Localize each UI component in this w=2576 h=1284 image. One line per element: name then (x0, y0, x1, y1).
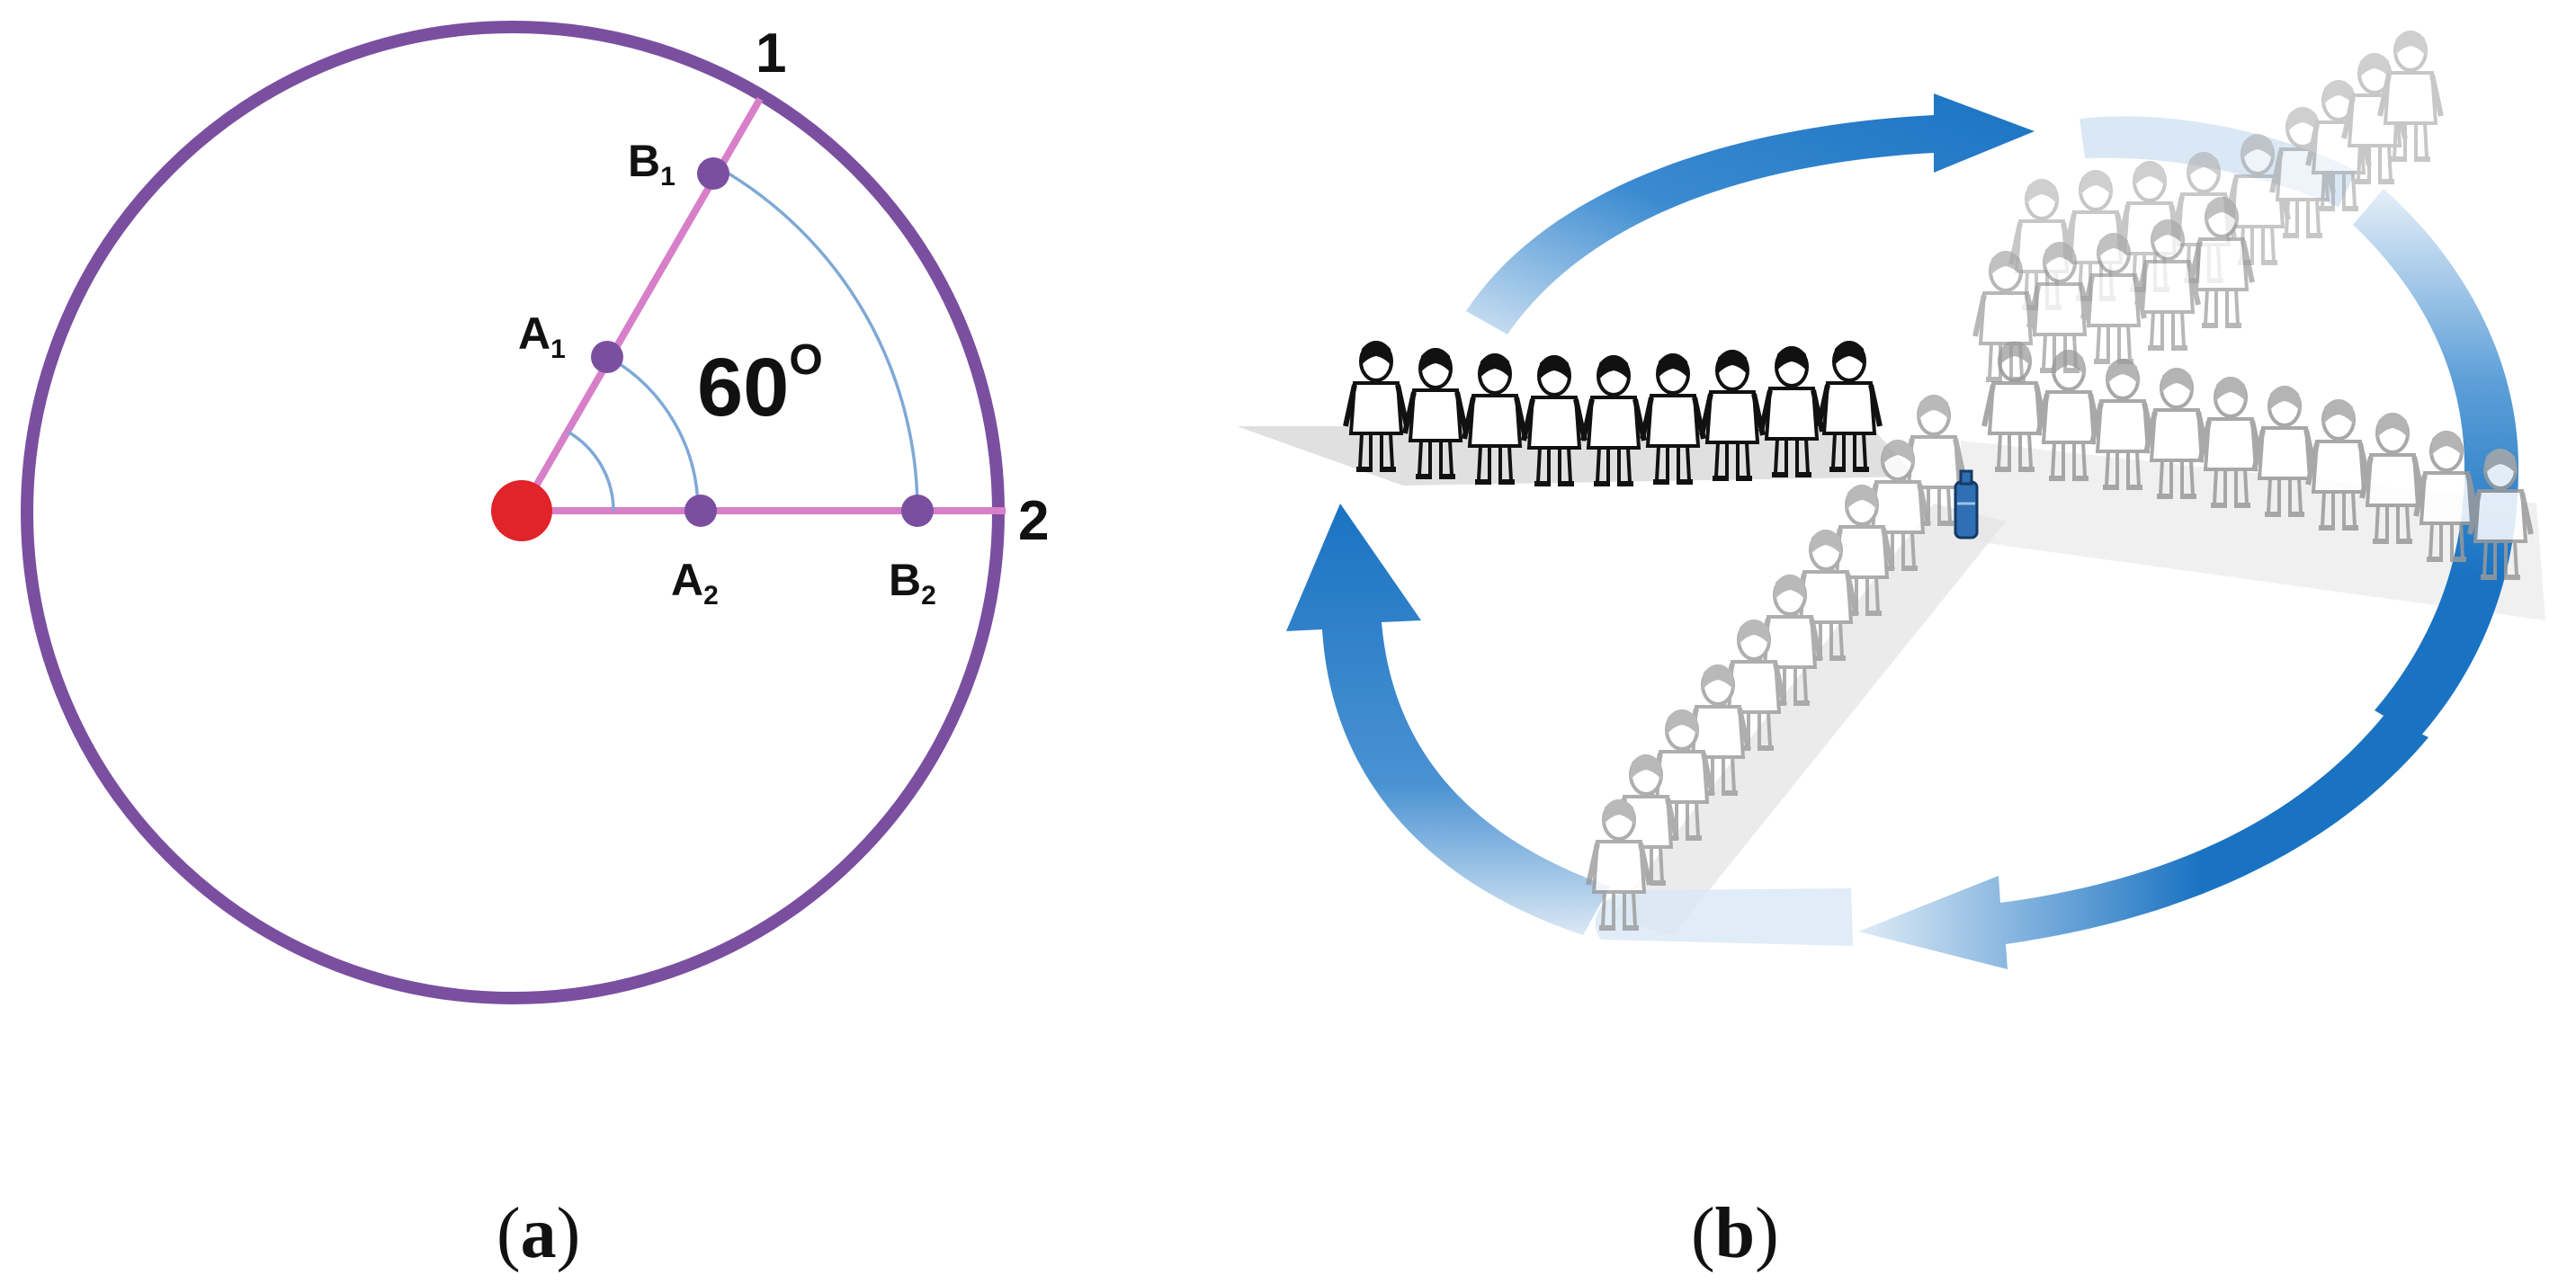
arrow-top (1466, 94, 2035, 334)
panel-a: 1 2 B1 A1 A2 B2 60O (a) (21, 21, 1049, 1273)
ray-1-label: 1 (756, 22, 786, 85)
label-a2: A2 (671, 555, 719, 611)
arrow-bottom (1858, 716, 2428, 969)
caption-b: (b) (1691, 1194, 1779, 1273)
arc-a (609, 356, 700, 512)
label-b1: B1 (628, 136, 675, 192)
arc-inner (567, 430, 615, 512)
ray-2-label: 2 (1018, 490, 1049, 552)
center-point (491, 480, 552, 541)
point-b1 (697, 157, 729, 190)
water-bottle-icon (1954, 469, 1979, 539)
point-a1 (591, 341, 623, 373)
panel-b: (b) (1237, 31, 2545, 1273)
point-a2 (684, 495, 717, 527)
point-b2 (901, 495, 934, 527)
arrow-right (2353, 189, 2518, 737)
arrow-left (1286, 504, 1610, 935)
label-a1: A1 (518, 308, 566, 364)
label-b2: B2 (889, 555, 936, 611)
arc-b (719, 166, 919, 512)
ground-shadow-diagonal (1610, 504, 2006, 935)
angle-label: 60O (697, 336, 823, 433)
arrow-bottom-fade (1595, 888, 1853, 946)
caption-a: (a) (496, 1194, 580, 1273)
